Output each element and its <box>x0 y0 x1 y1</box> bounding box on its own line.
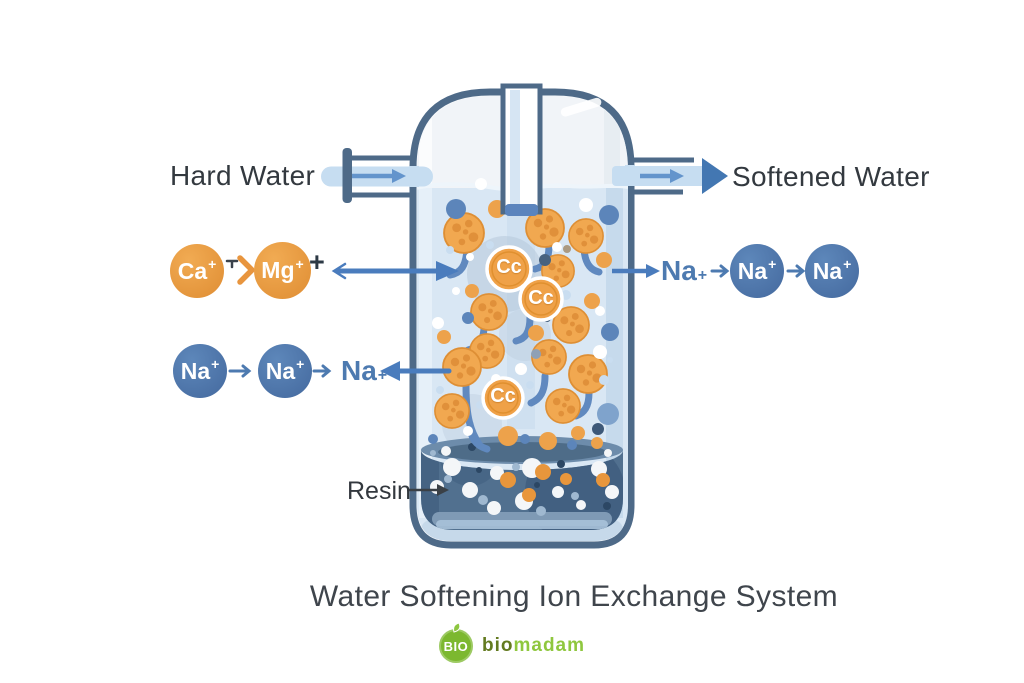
ca-charge: + <box>208 256 217 272</box>
chevron-icon <box>237 255 255 285</box>
na-charge: + <box>296 356 305 372</box>
outlet-flow-arrow <box>640 169 684 183</box>
leaf-icon <box>453 622 461 633</box>
chain-arrows <box>228 264 806 378</box>
na-ion-chip-4: Na+ <box>258 344 312 398</box>
resin-site-label-2: Cc <box>528 287 554 309</box>
na-ion-chip-2: Na+ <box>805 244 859 298</box>
na-ion-chip-3: Na+ <box>173 344 227 398</box>
na-regen-arrow <box>380 361 452 381</box>
na-free-bottom: Na+ <box>341 355 387 387</box>
diagram-title: Water Softening Ion Exchange System <box>309 580 839 613</box>
ca-symbol: Ca <box>177 257 208 284</box>
softened-water-label: Softened Water <box>732 161 930 192</box>
na-charge: + <box>211 356 220 372</box>
inflow-arrow <box>331 261 459 281</box>
outlet-pipe <box>612 157 728 195</box>
mg-ion-chip: Mg+ <box>254 242 311 299</box>
plus-sign: + <box>309 247 325 277</box>
resin-site-circles <box>481 245 564 420</box>
softened-water-arrowhead <box>702 158 728 194</box>
hard-water-label: Hard Water <box>170 160 316 191</box>
na-symbol: Na <box>737 257 768 284</box>
brand-logo: BIO biomadam <box>402 622 622 663</box>
glass-highlight <box>560 97 602 117</box>
resin-bed-dots <box>430 440 619 516</box>
na-symbol: Na <box>180 357 211 384</box>
brand-badge: BIO <box>438 622 473 663</box>
na-charge: + <box>843 256 852 272</box>
mg-charge: + <box>295 255 304 272</box>
exchange-mark <box>225 255 255 285</box>
na-ion-chip-1: Na+ <box>730 244 784 298</box>
inlet-flow-arrow <box>352 169 406 183</box>
na-symbol: Na <box>661 255 697 286</box>
na-charge: + <box>697 267 708 284</box>
na-out-arrow <box>612 264 660 278</box>
resin-pointer-arrow <box>407 484 449 496</box>
inlet-pipe <box>321 148 433 203</box>
brand-name-bio: bio <box>481 635 514 656</box>
brand-badge-text: BIO <box>443 638 469 654</box>
na-charge: + <box>377 367 388 384</box>
brand-name-madam: madam <box>513 635 586 656</box>
resin-label: Resin <box>347 477 411 505</box>
na-free-top: Na+ <box>661 255 707 287</box>
na-symbol: Na <box>341 355 377 386</box>
ca-ion-chip: Ca+ <box>170 244 224 298</box>
na-symbol: Na <box>265 357 296 384</box>
mg-symbol: Mg <box>261 257 295 283</box>
water-bubbles <box>428 178 619 450</box>
na-symbol: Na <box>812 257 843 284</box>
na-charge: + <box>768 256 777 272</box>
resin-site-label-1: Cc <box>496 256 522 278</box>
brand-name: biomadam <box>482 635 585 657</box>
center-pipe <box>500 83 543 216</box>
resin-site-label-3: Cc <box>490 385 516 407</box>
